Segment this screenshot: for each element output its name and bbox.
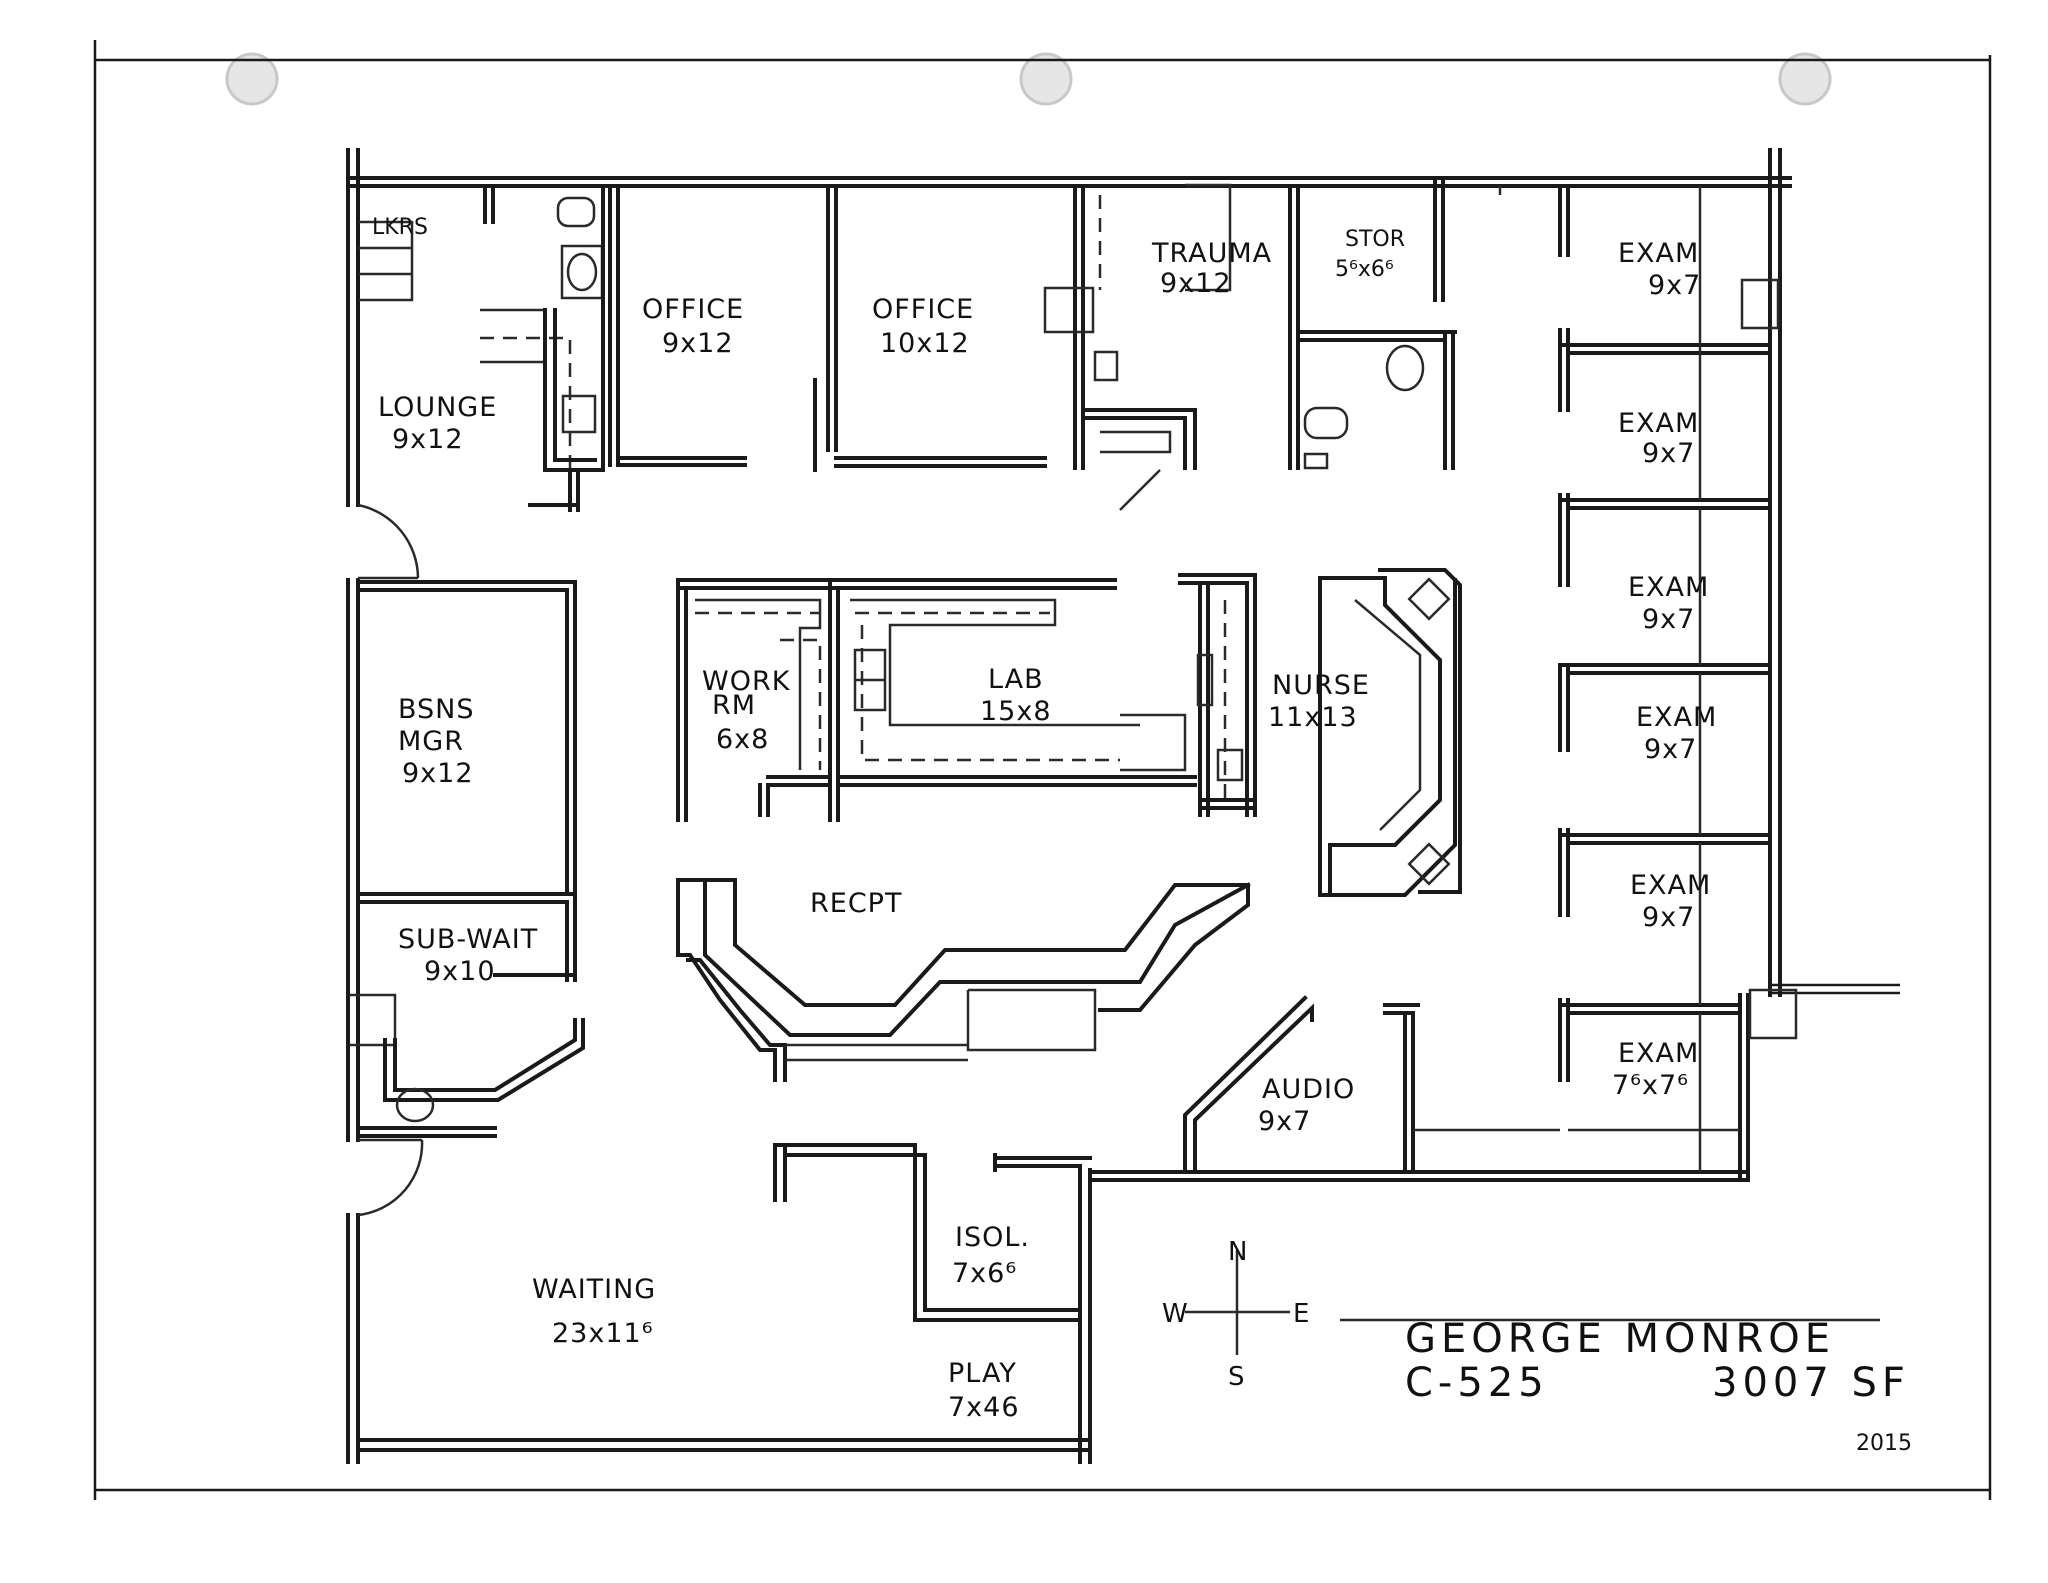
room-size-office-2: 10x12 — [880, 328, 970, 359]
room-name-office-1: OFFICE — [642, 294, 744, 325]
room-name-exam-6: EXAM — [1618, 1038, 1699, 1069]
room-size-lab: 15x8 — [980, 696, 1052, 727]
north-arrow: N S E W — [1162, 1237, 1309, 1392]
title-block: GEORGE MONROE C-525 3007 SF 2015 — [1340, 1316, 1912, 1456]
audio-room — [1183, 995, 1560, 1174]
room-size-exam-6: 7⁶x7⁶ — [1612, 1070, 1689, 1101]
room-size-isol: 7x6⁶ — [952, 1258, 1017, 1289]
compass-south-label: S — [1228, 1362, 1245, 1392]
room-size-audio: 9x7 — [1258, 1106, 1311, 1137]
room-size-sub-wait: 9x10 — [424, 956, 496, 987]
room-size-waiting: 23x11⁶ — [552, 1318, 654, 1349]
room-name-play: PLAY — [948, 1358, 1017, 1389]
room-name-lab: LAB — [988, 664, 1044, 695]
room-name-trauma: TRAUMA — [1151, 238, 1272, 269]
room-name-audio: AUDIO — [1262, 1074, 1355, 1105]
room-labels: LKRS LOUNGE 9x12 OFFICE 9x12 OFFICE 10x1… — [372, 215, 1717, 1423]
room-size-exam-4: 9x7 — [1644, 734, 1697, 765]
room-name-exam-1: EXAM — [1618, 238, 1699, 269]
room-name-stor: STOR — [1345, 227, 1405, 252]
room-size-exam-3: 9x7 — [1642, 604, 1695, 635]
exam-rooms — [1498, 185, 1798, 1172]
sheet-border — [93, 40, 1992, 1500]
room-name-exam-5: EXAM — [1630, 870, 1711, 901]
room-size-stor: 5⁶x6⁶ — [1335, 257, 1394, 282]
room-name-rm: RM — [712, 690, 756, 721]
binder-holes — [225, 52, 1832, 106]
reception-desk — [676, 878, 1251, 1082]
room-name-office-2: OFFICE — [872, 294, 974, 325]
room-name-nurse: NURSE — [1272, 670, 1370, 701]
center-core — [676, 573, 1257, 822]
room-name-waiting: WAITING — [532, 1274, 656, 1305]
south-rooms — [773, 1143, 1092, 1322]
binder-hole-left — [225, 52, 279, 106]
compass-east-label: E — [1293, 1299, 1309, 1329]
square-footage: 3007 SF — [1712, 1360, 1910, 1406]
room-size-exam-1: 9x7 — [1648, 270, 1701, 301]
north-rooms — [358, 178, 1570, 512]
room-name-lkrs: LKRS — [372, 215, 428, 240]
room-name-exam-3: EXAM — [1628, 572, 1709, 603]
room-size-bsns-mgr: 9x12 — [402, 758, 474, 789]
binder-hole-right — [1778, 52, 1832, 106]
room-name-isol: ISOL. — [955, 1222, 1030, 1253]
compass-west-label: W — [1162, 1299, 1188, 1329]
room-name-sub-wait: SUB-WAIT — [398, 924, 538, 955]
plan-number: C-525 — [1405, 1360, 1549, 1406]
room-size-trauma: 9x12 — [1160, 268, 1232, 299]
room-name-bsns: BSNS — [398, 694, 475, 725]
room-name-work: WORK — [702, 666, 791, 697]
room-size-work-rm: 6x8 — [716, 724, 769, 755]
drawing-year: 2015 — [1856, 1431, 1912, 1456]
room-name-exam-4: EXAM — [1636, 702, 1717, 733]
client-name: GEORGE MONROE — [1405, 1316, 1835, 1362]
room-name-mgr: MGR — [398, 726, 464, 757]
west-rooms — [350, 580, 585, 1138]
binder-hole-center — [1019, 52, 1073, 106]
entry-doors — [357, 469, 1161, 1217]
room-name-lounge: LOUNGE — [378, 392, 497, 423]
nurse-station — [1318, 568, 1462, 897]
room-name-recpt: RECPT — [810, 888, 902, 919]
exterior-walls — [346, 148, 1900, 1464]
compass-north-label: N — [1228, 1237, 1247, 1267]
room-size-exam-2: 9x7 — [1642, 438, 1695, 469]
room-size-lounge: 9x12 — [392, 424, 464, 455]
room-size-exam-5: 9x7 — [1642, 902, 1695, 933]
room-size-office-1: 9x12 — [662, 328, 734, 359]
room-size-play: 7x46 — [948, 1392, 1020, 1423]
room-size-nurse: 11x13 — [1268, 702, 1358, 733]
room-name-exam-2: EXAM — [1618, 408, 1699, 439]
